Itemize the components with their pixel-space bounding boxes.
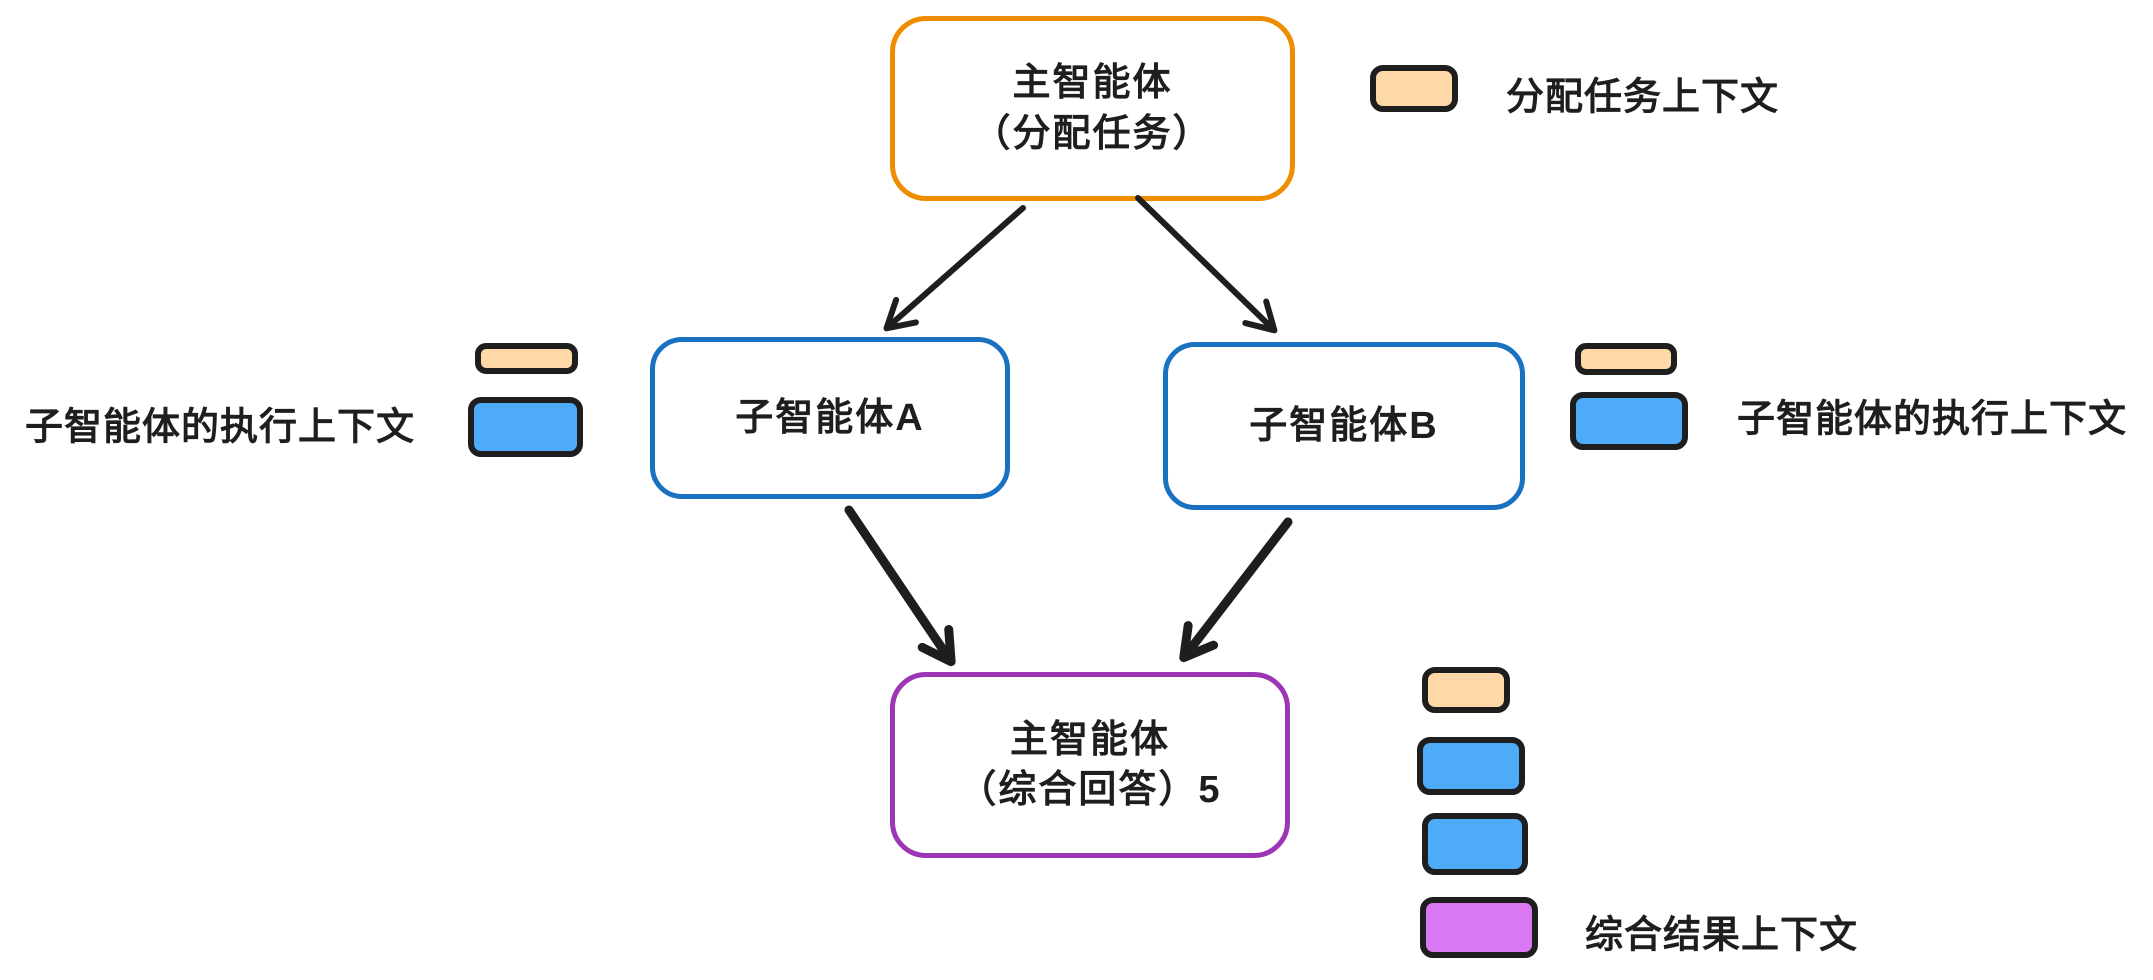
edge-sub-a-to-main <box>844 505 956 667</box>
node-main-agent-assign: 主智能体 （分配任务） <box>890 16 1295 201</box>
legend-exec-left-swatch-orange <box>475 343 578 374</box>
node-main-agent-assign-line1: 主智能体 <box>1012 62 1173 105</box>
legend-result-swatch-orange <box>1422 667 1510 713</box>
edge-main-to-sub-b <box>1135 195 1278 334</box>
legend-result-swatch-purple <box>1420 897 1538 958</box>
legend-exec-left-label: 子智能体的执行上下文 <box>25 406 416 449</box>
legend-assign-swatch-orange <box>1370 65 1458 112</box>
node-sub-agent-a-label: 子智能体A <box>735 396 925 439</box>
node-main-agent-synthesize-line2: （综合回答）5 <box>958 769 1222 811</box>
node-sub-agent-b-label: 子智能体B <box>1249 404 1439 447</box>
node-sub-agent-b: 子智能体B <box>1163 342 1525 510</box>
legend-result-label: 综合结果上下文 <box>1585 914 1859 957</box>
legend-result-swatch-blue-1 <box>1417 737 1525 795</box>
edge-main-to-sub-a <box>883 205 1026 332</box>
legend-exec-right-swatch-orange <box>1575 343 1677 375</box>
node-main-agent-assign-line2: （分配任务） <box>972 112 1213 155</box>
node-sub-agent-a: 子智能体A <box>650 337 1010 499</box>
legend-result-swatch-blue-2 <box>1422 813 1528 875</box>
legend-exec-left-swatch-blue <box>468 397 583 457</box>
legend-exec-right-swatch-blue <box>1570 392 1688 450</box>
edge-sub-b-to-main <box>1179 517 1293 663</box>
node-main-agent-synthesize: 主智能体 （综合回答）5 <box>890 672 1290 858</box>
node-main-agent-synthesize-line1: 主智能体 <box>1009 718 1170 761</box>
legend-exec-right-label: 子智能体的执行上下文 <box>1737 398 2128 441</box>
legend-assign-label: 分配任务上下文 <box>1506 76 1780 119</box>
